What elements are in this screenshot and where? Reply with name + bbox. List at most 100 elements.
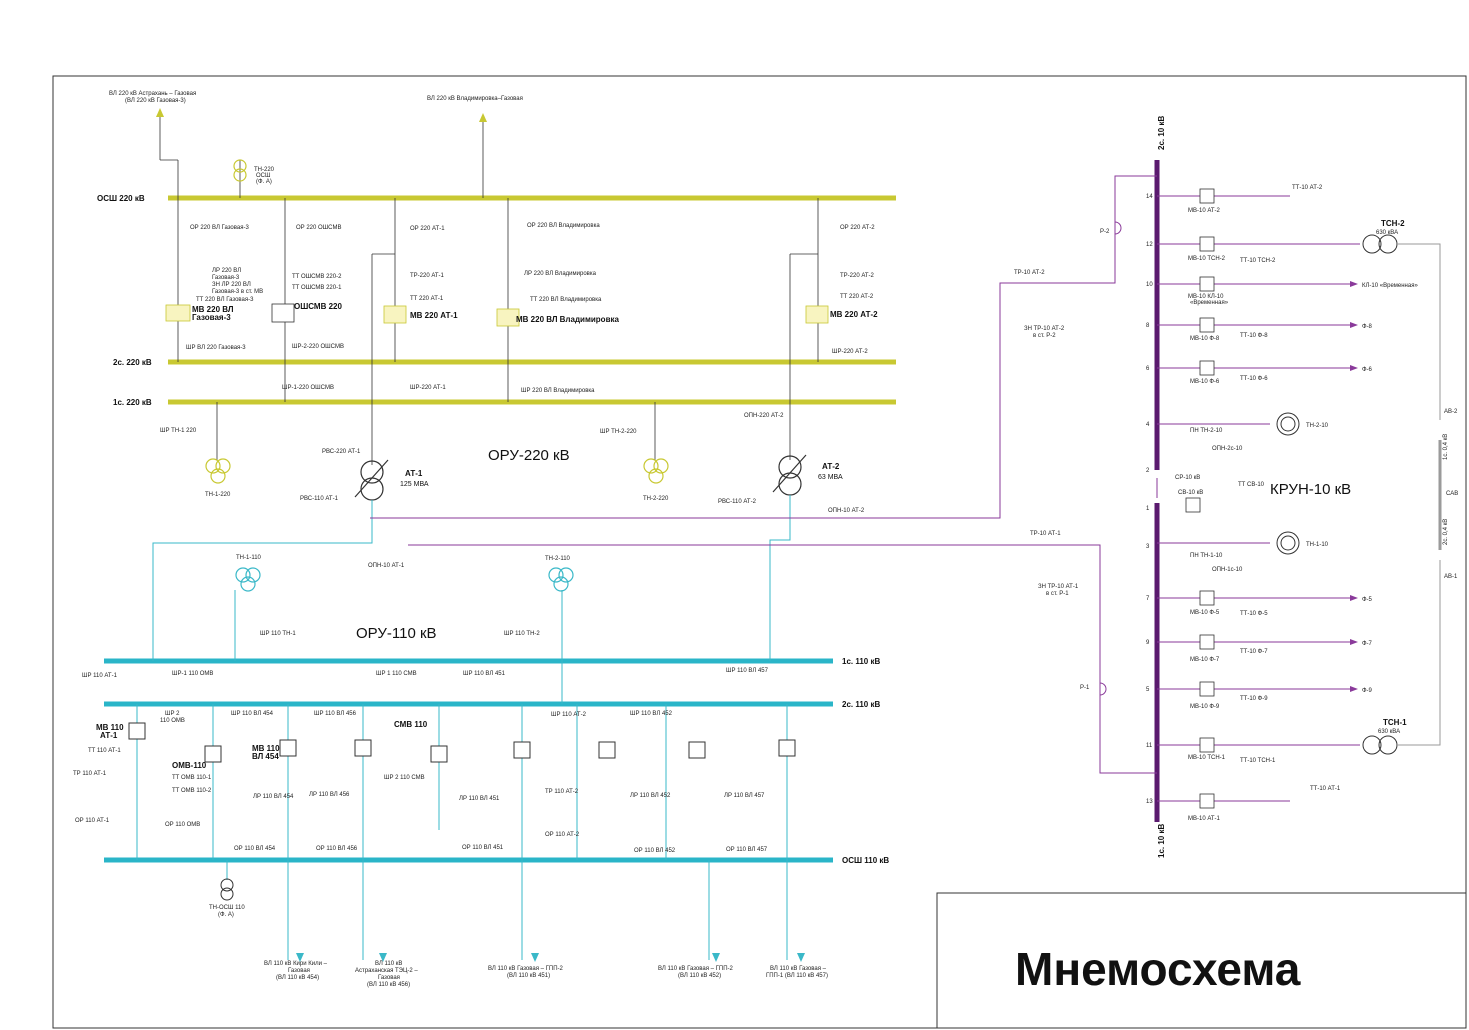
svg-text:МВ-10 Ф-8: МВ-10 Ф-8: [1190, 336, 1220, 342]
svg-text:ОР 110 ВЛ 452: ОР 110 ВЛ 452: [634, 848, 676, 854]
svg-text:ПН ТН-2-10: ПН ТН-2-10: [1190, 428, 1223, 434]
svg-text:Газовая-3: Газовая-3: [192, 313, 231, 322]
svg-text:ЛР 220 ВЛ Владимировка: ЛР 220 ВЛ Владимировка: [524, 271, 597, 277]
svg-text:ТР 110 АТ-2: ТР 110 АТ-2: [545, 789, 579, 795]
at1-name: АТ-1: [405, 469, 423, 478]
svg-text:Ф-6: Ф-6: [1362, 367, 1373, 373]
svg-text:ВЛ 454: ВЛ 454: [252, 752, 279, 761]
svg-text:ТТ-10 ТСН-2: ТТ-10 ТСН-2: [1240, 258, 1276, 264]
svg-text:ОР 110 ВЛ 456: ОР 110 ВЛ 456: [316, 846, 358, 852]
svg-text:ТР-220 АТ-1: ТР-220 АТ-1: [410, 273, 445, 279]
bus04-label: 1с. 0,4 кВ: [1443, 434, 1449, 460]
feeders-10: 14 12 10 8 6 4 2 1 3 7 9 5 11 13 МВ-10 А…: [1146, 185, 1418, 822]
svg-text:ШР-220 АТ-1: ШР-220 АТ-1: [410, 385, 446, 391]
svg-text:ВЛ 110 кВ Газовая – ГПП-2: ВЛ 110 кВ Газовая – ГПП-2: [658, 966, 734, 972]
svg-text:ЛР 110 ВЛ 456: ЛР 110 ВЛ 456: [309, 792, 350, 798]
svg-text:ШР 110 ВЛ 452: ШР 110 ВЛ 452: [630, 711, 673, 717]
svg-text:ШР-2-220 ОШСМВ: ШР-2-220 ОШСМВ: [292, 344, 344, 350]
bus-label-2s-10: 2с. 10 кВ: [1157, 116, 1166, 150]
svg-text:ШР ТН-1 220: ШР ТН-1 220: [160, 428, 197, 434]
svg-text:ГПП-1 (ВЛ 110 кВ 457): ГПП-1 (ВЛ 110 кВ 457): [766, 973, 828, 979]
svg-text:ТТ-10 Ф-8: ТТ-10 Ф-8: [1240, 333, 1268, 339]
svg-text:РВС-110 АТ-1: РВС-110 АТ-1: [300, 496, 339, 502]
svg-text:РВС-110 АТ-2: РВС-110 АТ-2: [718, 499, 757, 505]
svg-text:ОР 110 ОМВ: ОР 110 ОМВ: [165, 822, 200, 828]
svg-text:МВ-10 Ф-9: МВ-10 Ф-9: [1190, 704, 1220, 710]
svg-text:ОШСМВ 220: ОШСМВ 220: [294, 302, 342, 311]
svg-text:ОР 110 ВЛ 451: ОР 110 ВЛ 451: [462, 845, 504, 851]
svg-text:ЛР 110 ВЛ 451: ЛР 110 ВЛ 451: [459, 796, 500, 802]
svg-text:МВ-10 КЛ-10: МВ-10 КЛ-10: [1188, 294, 1224, 300]
svg-text:ШР-1-220 ОШСМВ: ШР-1-220 ОШСМВ: [282, 385, 334, 391]
svg-text:СВ-10 кВ: СВ-10 кВ: [1178, 490, 1203, 496]
svg-text:ОР 220 АТ-2: ОР 220 АТ-2: [840, 225, 875, 231]
svg-text:МВ-10 АТ-2: МВ-10 АТ-2: [1188, 208, 1221, 214]
svg-text:ЛР 110 ВЛ 452: ЛР 110 ВЛ 452: [630, 793, 671, 799]
svg-text:(Ф. А): (Ф. А): [218, 912, 234, 918]
vt-symbols-220: [205, 159, 669, 484]
bus-label-1s-10: 1с. 10 кВ: [1157, 824, 1166, 858]
svg-text:МВ-10 Ф-7: МВ-10 Ф-7: [1190, 657, 1220, 663]
line-names-110: ВЛ 110 кВ Кири Кили – Газовая (ВЛ 110 кВ…: [264, 961, 828, 988]
svg-text:МВ 110: МВ 110: [252, 744, 280, 753]
svg-text:1: 1: [1146, 506, 1150, 512]
svg-text:ОР 220 ВЛ Владимировка: ОР 220 ВЛ Владимировка: [527, 223, 600, 229]
svg-text:МВ-10 Ф-6: МВ-10 Ф-6: [1190, 379, 1220, 385]
zone-krun: КРУН-10 кВ: [1270, 481, 1351, 498]
bus-220-group: ОСШ 220 кВ 2с. 220 кВ 1с. 220 кВ: [97, 194, 896, 407]
cab-label: САВ: [1446, 491, 1458, 497]
diagram-frame: [52, 75, 1467, 1029]
svg-text:ШР 110 ТН-2: ШР 110 ТН-2: [504, 631, 540, 637]
svg-text:ШР ВЛ 220 Газовая-3: ШР ВЛ 220 Газовая-3: [186, 345, 246, 351]
title-block: [936, 892, 1467, 1029]
svg-text:(ВЛ 110 кВ 456): (ВЛ 110 кВ 456): [367, 982, 410, 988]
svg-text:ЛР 110 ВЛ 454: ЛР 110 ВЛ 454: [253, 794, 294, 800]
tsn1-name: ТСН-1: [1383, 718, 1407, 727]
svg-text:Р-2: Р-2: [1100, 229, 1110, 235]
svg-text:ТН-2-220: ТН-2-220: [643, 496, 669, 502]
svg-text:ОПН-2с-10: ОПН-2с-10: [1212, 446, 1243, 452]
svg-text:ТТ ОШСМВ 220-1: ТТ ОШСМВ 220-1: [292, 285, 342, 291]
svg-text:РВС-220 АТ-1: РВС-220 АТ-1: [322, 449, 361, 455]
svg-text:в ст. Р-2: в ст. Р-2: [1033, 333, 1056, 339]
svg-text:ШР 2: ШР 2: [165, 711, 180, 717]
svg-text:АТ-1: АТ-1: [100, 731, 118, 740]
svg-text:ТТ ОМВ 110-2: ТТ ОМВ 110-2: [172, 788, 212, 794]
svg-text:ТТ ОШСМВ 220-2: ТТ ОШСМВ 220-2: [292, 274, 342, 280]
autotransformer-at2[interactable]: [772, 454, 807, 496]
svg-text:«Временная»: «Временная»: [1190, 300, 1229, 306]
svg-text:ОПН-10 АТ-2: ОПН-10 АТ-2: [828, 508, 865, 514]
svg-text:КЛ-10 «Временная»: КЛ-10 «Временная»: [1362, 283, 1418, 289]
autotransformer-at1[interactable]: [354, 459, 389, 501]
svg-text:ТТ-10 Ф-6: ТТ-10 Ф-6: [1240, 376, 1268, 382]
svg-text:ОПН-1с-10: ОПН-1с-10: [1212, 567, 1243, 573]
svg-text:ШР 110 ТН-1: ШР 110 ТН-1: [260, 631, 296, 637]
svg-text:ТН-ОСШ 110: ТН-ОСШ 110: [209, 905, 245, 911]
lines-10: [370, 175, 1158, 774]
line220-vladimirovka: ВЛ 220 кВ Владимировка–Газовая: [427, 96, 523, 102]
svg-text:ШР 1 110 СМВ: ШР 1 110 СМВ: [376, 671, 417, 677]
svg-text:ТР-10 АТ-2: ТР-10 АТ-2: [1014, 270, 1045, 276]
labels-110: ТН-1-110 ТН-2-110 ШР 110 ТН-1 ШР 110 ТН-…: [73, 555, 769, 918]
svg-text:ТТ-10 АТ-1: ТТ-10 АТ-1: [1310, 786, 1341, 792]
svg-text:ЛР 220 ВЛ: ЛР 220 ВЛ: [212, 268, 241, 274]
svg-text:Газовая-3: Газовая-3: [212, 275, 240, 281]
svg-text:ПН ТН-1-10: ПН ТН-1-10: [1190, 553, 1223, 559]
vt-symbols-110: [235, 567, 574, 592]
svg-text:ОР 110 ВЛ 454: ОР 110 ВЛ 454: [234, 846, 276, 852]
bus-label-2s-220: 2с. 220 кВ: [113, 358, 152, 367]
vt-osh-110: [220, 878, 234, 901]
bus-label-osh-110: ОСШ 110 кВ: [842, 856, 889, 865]
svg-text:10: 10: [1146, 282, 1153, 288]
svg-text:ТН-2-10: ТН-2-10: [1306, 423, 1329, 429]
svg-text:ЗН ТР-10 АТ-1: ЗН ТР-10 АТ-1: [1038, 584, 1079, 590]
svg-text:ОСШ: ОСШ: [256, 173, 271, 179]
line220-gazovaya3-sub: (ВЛ 220 кВ Газовая-3): [125, 98, 186, 104]
svg-text:ЗН ТР-10 АТ-2: ЗН ТР-10 АТ-2: [1024, 326, 1065, 332]
links-10: ТР-10 АТ-2 ТР-10 АТ-1 Р-2 Р-1 ЗН ТР-10 А…: [1014, 229, 1110, 691]
svg-text:ОР 220 ВЛ Газовая-3: ОР 220 ВЛ Газовая-3: [190, 225, 249, 231]
svg-text:Ф-8: Ф-8: [1362, 324, 1373, 330]
arrows-220: [156, 108, 487, 122]
labels-220: ТН-220 ОСШ (Ф. А) ОР 220 ВЛ Газовая-3 ЛР…: [160, 167, 878, 569]
svg-text:ТН-1-110: ТН-1-110: [236, 555, 262, 561]
